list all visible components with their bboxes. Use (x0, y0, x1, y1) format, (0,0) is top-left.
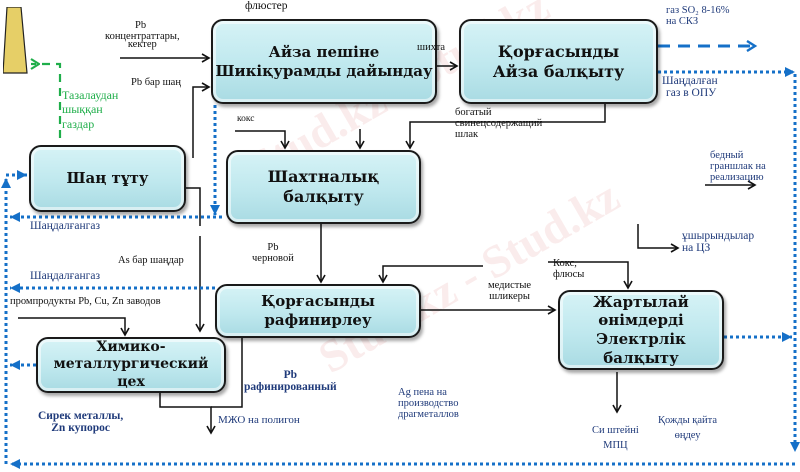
box-lead-refining[interactable]: Қорғасынды рафинирлеу (215, 284, 421, 338)
arrow-intermediates (18, 317, 130, 337)
label-intermediates: промпродукты Pb, Cu, Zn заводов (10, 296, 161, 307)
label-fluxes: флюстер (245, 0, 288, 12)
arrow-coke-fluxes (548, 261, 633, 290)
label-pb-dust: Pb бар шаң (131, 77, 181, 88)
label-pb-concentrates: Pb концентраттары, кектер (105, 20, 180, 51)
label-as-dust: As бар шаңдар (118, 255, 184, 266)
label-dusty-gas-1: Шаңдалғангаз (30, 220, 100, 232)
arrow-cleaned-gas (31, 64, 62, 138)
label-rare-metals: Сирек металлы,Zn купорос (38, 410, 124, 435)
line-refining-out (211, 338, 243, 408)
label-so2-gas: газ SO₂ 8-16%на СКЗ (666, 5, 730, 28)
arrow-coke (235, 130, 290, 150)
box-chem-metallurgical[interactable]: Химико-металлургический цех (36, 337, 226, 393)
label-coke: кокс (237, 114, 255, 124)
arrow-return-refining (378, 265, 483, 284)
box-dust-catching[interactable]: Шаң тұту (29, 145, 186, 212)
arrow-rich-slag (405, 104, 606, 150)
arrow-pb-dust (192, 82, 211, 158)
label-dusty-gas-2: Шаңдалғангаз (30, 270, 100, 282)
line-dust-out (186, 187, 201, 226)
label-mzho: МЖО на полигон (218, 414, 300, 426)
label-coke-fluxes: Кокс,флюсы (553, 258, 585, 281)
label-charge: шихта (417, 42, 446, 53)
arrow-sublimates (637, 224, 680, 253)
arrow-mzho (159, 383, 216, 435)
box-shaft-smelting[interactable]: Шахтналық балқыту (226, 150, 421, 224)
chimney-icon (3, 7, 28, 74)
